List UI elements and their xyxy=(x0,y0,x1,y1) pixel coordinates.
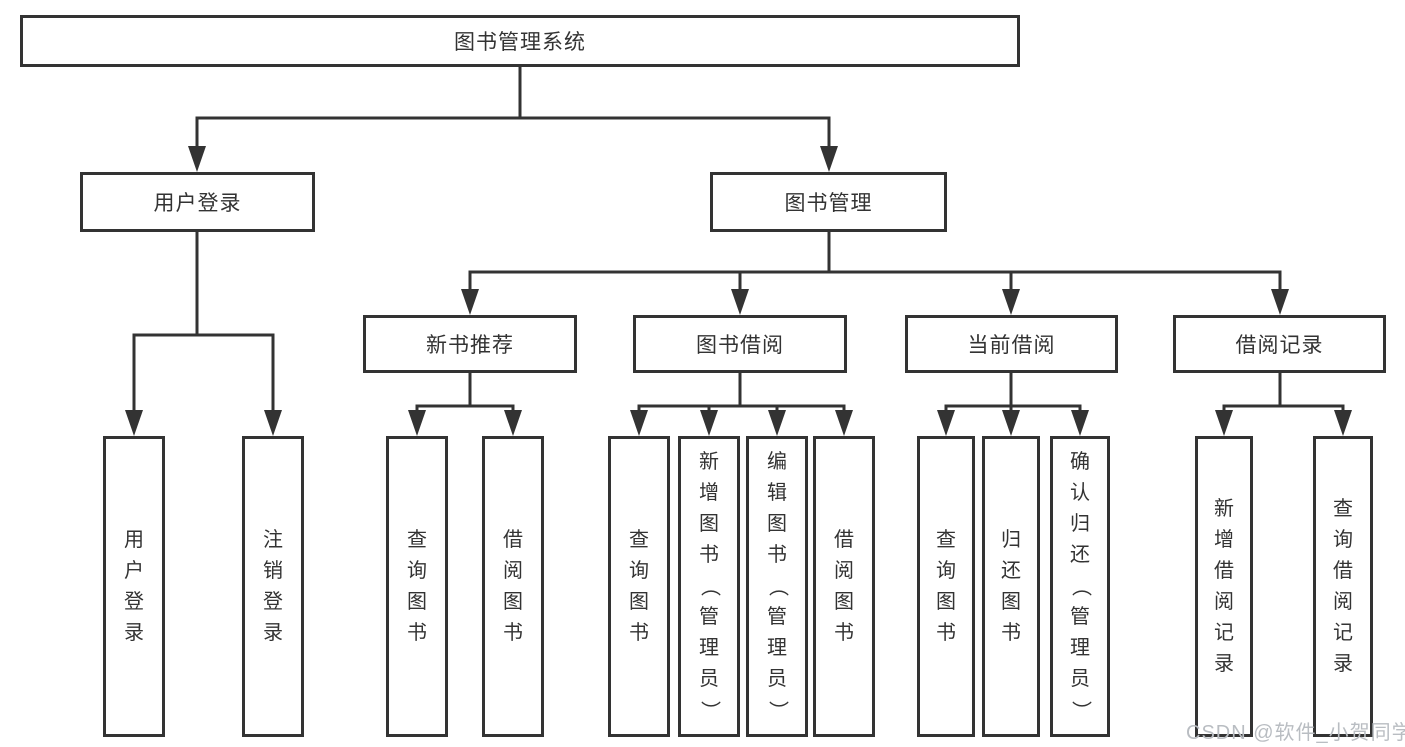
connector-user-login-to-leaves xyxy=(132,232,275,414)
node-root-system: 图书管理系统 xyxy=(20,15,1020,67)
node-label: 当前借阅 xyxy=(967,334,1056,357)
node-label: 图书管理系统 xyxy=(454,31,586,54)
node-book-borrowing: 图书借阅 xyxy=(633,315,847,373)
connector-book-borrow-to-leaves xyxy=(637,373,846,414)
arrow-icon xyxy=(937,410,955,436)
arrow-icon xyxy=(700,410,718,436)
node-book-management: 图书管理 xyxy=(710,172,947,232)
arrow-icon xyxy=(188,146,206,172)
leaf-cb-confirm-return-admin: 确认归还（管理员） xyxy=(1050,436,1110,737)
node-label: 归还图书 xyxy=(1001,528,1021,644)
arrow-icon xyxy=(461,289,479,315)
arrow-icon xyxy=(1002,289,1020,315)
arrow-icon xyxy=(264,410,282,436)
arrow-icon xyxy=(1334,410,1352,436)
node-label: 查询图书 xyxy=(407,528,427,644)
leaf-bb-borrow-books: 借阅图书 xyxy=(813,436,875,737)
leaf-cb-query-books: 查询图书 xyxy=(917,436,975,737)
arrow-icon xyxy=(768,410,786,436)
node-current-borrowing: 当前借阅 xyxy=(905,315,1118,373)
node-label: 图书管理 xyxy=(784,192,873,215)
arrow-icon xyxy=(1071,410,1089,436)
arrowheads xyxy=(125,146,1352,436)
node-label: 图书借阅 xyxy=(696,334,784,357)
leaf-br-query-record: 查询借阅记录 xyxy=(1313,436,1373,737)
arrow-icon xyxy=(1271,289,1289,315)
connector-current-borrow-to-leaves xyxy=(944,373,1082,414)
leaf-rec-borrow-books: 借阅图书 xyxy=(482,436,544,737)
leaf-bb-edit-books-admin: 编辑图书（管理员） xyxy=(746,436,808,737)
leaf-rec-query-books: 查询图书 xyxy=(386,436,448,737)
node-label: 借阅图书 xyxy=(834,528,854,644)
node-label: 用户登录 xyxy=(124,528,144,644)
node-label: 注销登录 xyxy=(263,528,283,644)
arrow-icon xyxy=(835,410,853,436)
arrow-icon xyxy=(630,410,648,436)
leaf-logout: 注销登录 xyxy=(242,436,304,737)
node-borrowing-records: 借阅记录 xyxy=(1173,315,1386,373)
arrow-icon xyxy=(731,289,749,315)
node-new-book-recommend: 新书推荐 xyxy=(363,315,577,373)
node-user-login: 用户登录 xyxy=(80,172,315,232)
watermark: CSDN @软件_小贺同学 xyxy=(1186,722,1405,744)
node-label: 查询图书 xyxy=(629,528,649,644)
arrow-icon xyxy=(1002,410,1020,436)
node-label: 确认归还（管理员） xyxy=(1069,451,1092,721)
arrow-icon xyxy=(504,410,522,436)
connector-borrow-records-to-leaves xyxy=(1222,373,1345,414)
node-label: 编辑图书（管理员） xyxy=(766,451,789,721)
node-label: 新增图书（管理员） xyxy=(698,451,721,721)
arrow-icon xyxy=(408,410,426,436)
leaf-bb-add-books-admin: 新增图书（管理员） xyxy=(678,436,740,737)
leaf-bb-query-books: 查询图书 xyxy=(608,436,670,737)
node-label: 查询借阅记录 xyxy=(1333,497,1353,675)
connector-new-book-rec-to-leaves xyxy=(415,373,515,414)
arrow-icon xyxy=(820,146,838,172)
node-label: 新增借阅记录 xyxy=(1214,497,1234,675)
node-label: 借阅记录 xyxy=(1235,334,1324,357)
connector-root-to-level2 xyxy=(195,67,831,150)
connector-book-mgmt-to-level3 xyxy=(468,232,1282,293)
arrow-icon xyxy=(1215,410,1233,436)
node-label: 用户登录 xyxy=(153,192,242,215)
node-label: 查询图书 xyxy=(936,528,956,644)
leaf-cb-return-books: 归还图书 xyxy=(982,436,1040,737)
node-label: 借阅图书 xyxy=(503,528,523,644)
arrow-icon xyxy=(125,410,143,436)
leaf-user-login: 用户登录 xyxy=(103,436,165,737)
leaf-br-add-record: 新增借阅记录 xyxy=(1195,436,1253,737)
node-label: 新书推荐 xyxy=(426,334,514,357)
